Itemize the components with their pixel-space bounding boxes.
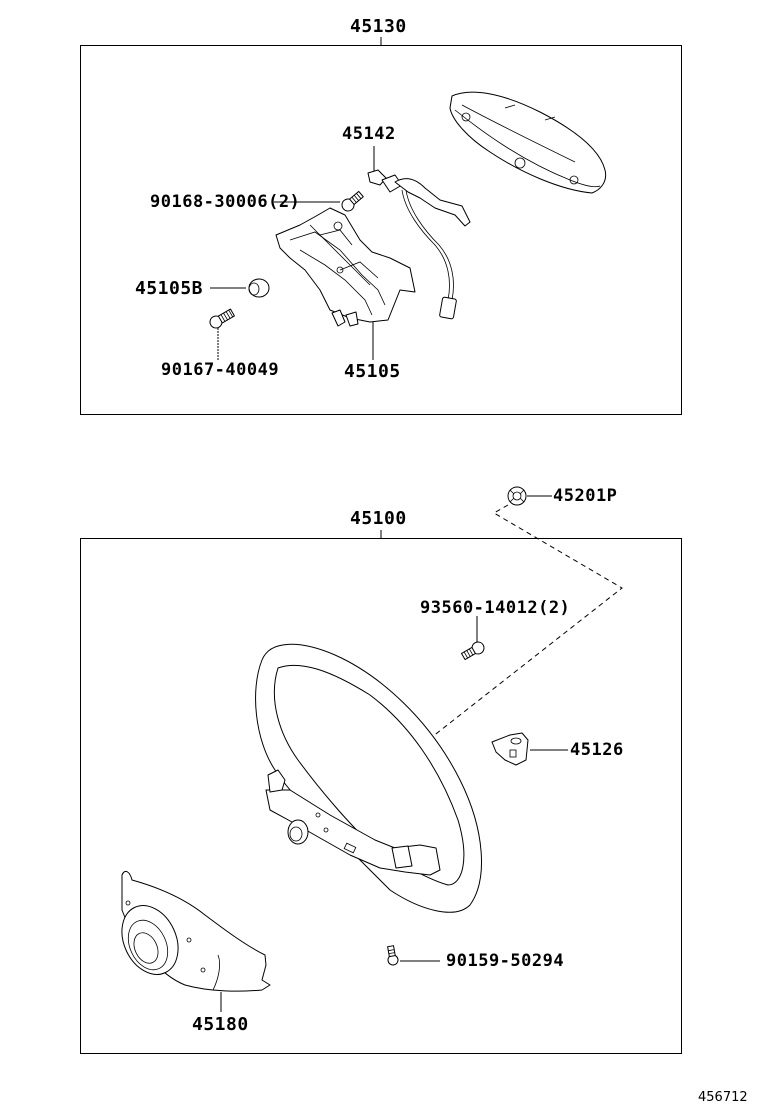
assembly-label-45100: 45100 [350, 508, 407, 529]
clip-icon [491, 732, 529, 766]
bottom-group-frame [80, 538, 682, 1054]
steering-pad-icon [449, 91, 607, 194]
screw-icon [387, 945, 399, 966]
part-label-93560-14012: 93560-14012(2) [420, 598, 571, 618]
part-label-45105: 45105 [344, 361, 401, 382]
lower-cover-icon [121, 870, 271, 992]
steering-wheel-icon [255, 643, 482, 913]
assembly-label-45130: 45130 [350, 16, 407, 37]
part-label-90167-40049: 90167-40049 [161, 360, 280, 380]
part-label-45142: 45142 [342, 124, 396, 144]
screw-icon [461, 641, 485, 661]
bushing-icon [248, 278, 270, 298]
bracket-icon [275, 207, 416, 327]
part-label-90159-50294: 90159-50294 [446, 951, 565, 971]
nut-icon [507, 486, 527, 506]
part-label-45201P: 45201P [553, 486, 618, 506]
horn-wire-icon [367, 169, 471, 320]
top-group-frame [80, 45, 682, 415]
screw-icon [341, 190, 364, 212]
screw-icon [209, 308, 235, 329]
part-label-45105B: 45105B [135, 278, 204, 299]
part-label-90168-30006: 90168-30006(2) [150, 192, 301, 212]
part-label-45126: 45126 [570, 740, 624, 760]
part-label-45180: 45180 [192, 1014, 249, 1035]
diagram-reference-number: 456712 [698, 1090, 748, 1105]
dashed-guide-line [431, 504, 623, 738]
